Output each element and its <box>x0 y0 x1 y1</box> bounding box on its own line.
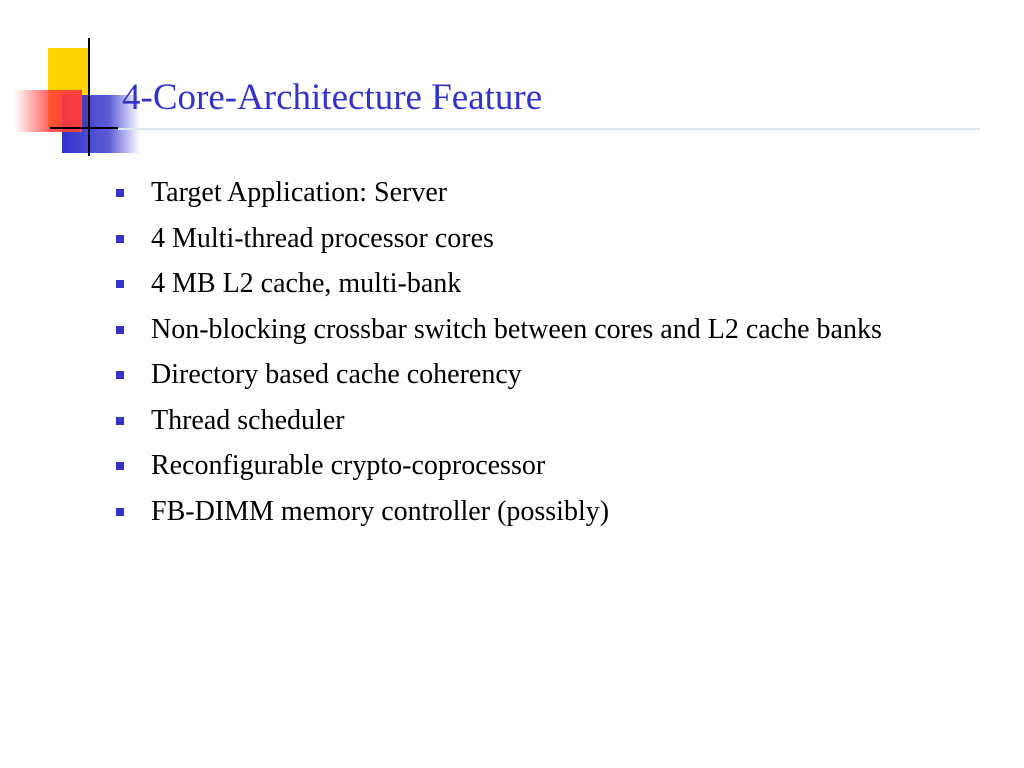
bullet-square-icon <box>116 189 124 197</box>
bullet-text: 4 MB L2 cache, multi-bank <box>151 268 462 299</box>
slide-title: 4-Core-Architecture Feature <box>122 77 543 118</box>
bullet-text: Directory based cache coherency <box>151 359 522 390</box>
bullet-square-icon <box>116 507 124 516</box>
bullet-item: 4 Multi-thread processor cores <box>112 221 992 257</box>
bullet-item: FB-DIMM memory controller (possibly) <box>112 494 992 530</box>
bullet-item: 4 MB L2 cache, multi-bank <box>112 266 992 302</box>
bullet-item: Directory based cache coherency <box>112 357 992 393</box>
bullet-item: Non-blocking crossbar switch between cor… <box>112 312 992 348</box>
title-divider <box>118 128 980 130</box>
bullet-item: Thread scheduler <box>112 403 992 439</box>
bullet-text: Non-blocking crossbar switch between cor… <box>151 313 882 345</box>
bullet-item: Reconfigurable crypto-coprocessor <box>112 448 992 484</box>
bullet-square-icon <box>116 416 124 425</box>
bullet-text: FB-DIMM memory controller (possibly) <box>151 495 610 527</box>
decorative-logo-icon <box>14 38 140 156</box>
bullet-square-icon <box>116 234 124 243</box>
bullet-list: Target Application: Server 4 Multi-threa… <box>112 175 992 539</box>
bullet-square-icon <box>116 462 124 470</box>
bullet-text: Reconfigurable crypto-coprocessor <box>151 450 546 481</box>
bullet-text: Target Application: Server <box>151 177 448 208</box>
bullet-square-icon <box>116 280 124 288</box>
bullet-text: 4 Multi-thread processor cores <box>151 222 494 254</box>
bullet-item: Target Application: Server <box>112 175 992 211</box>
bullet-square-icon <box>116 371 124 379</box>
bullet-square-icon <box>116 325 124 334</box>
bullet-text: Thread scheduler <box>151 404 345 436</box>
